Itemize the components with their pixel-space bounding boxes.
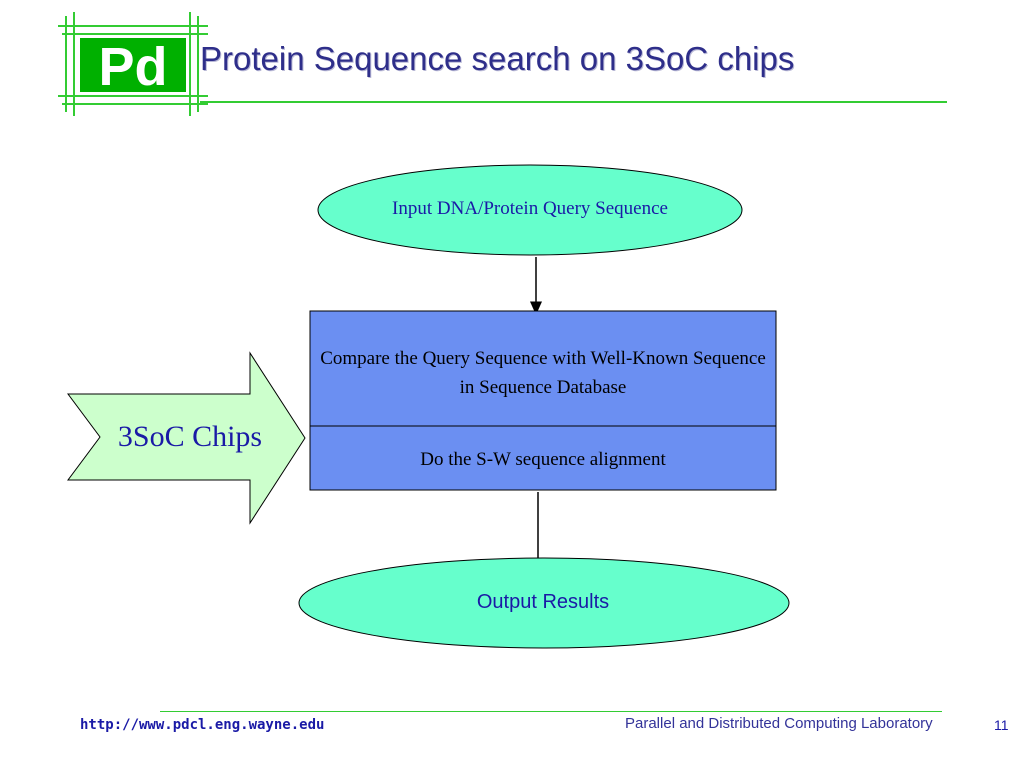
- title-divider: [200, 101, 947, 103]
- process-box: [309, 310, 777, 491]
- output-oval: [298, 557, 790, 649]
- output-oval-label: Output Results: [476, 591, 610, 613]
- footer-divider: [160, 711, 942, 712]
- page-number: 11: [994, 717, 1009, 733]
- side-arrow-shape: [67, 351, 306, 525]
- process-box-top-label: Compare the Query Sequence with Well-Kno…: [320, 348, 766, 398]
- footer-lab-name: Parallel and Distributed Computing Labor…: [625, 715, 933, 732]
- process-box-bottom-label: Do the S-W sequence alignment: [420, 449, 666, 470]
- pdcl-logo: Pd: [58, 12, 208, 116]
- footer-url-link[interactable]: http://www.pdcl.eng.wayne.edu: [80, 717, 325, 733]
- input-oval-label: Input DNA/Protein Query Sequence: [392, 198, 668, 219]
- input-oval: [317, 164, 743, 256]
- logo-text: Pd: [98, 37, 167, 97]
- slide-title: Protein Sequence search on 3SoC chips: [200, 40, 795, 77]
- side-arrow-label: 3SoC Chips: [117, 420, 263, 453]
